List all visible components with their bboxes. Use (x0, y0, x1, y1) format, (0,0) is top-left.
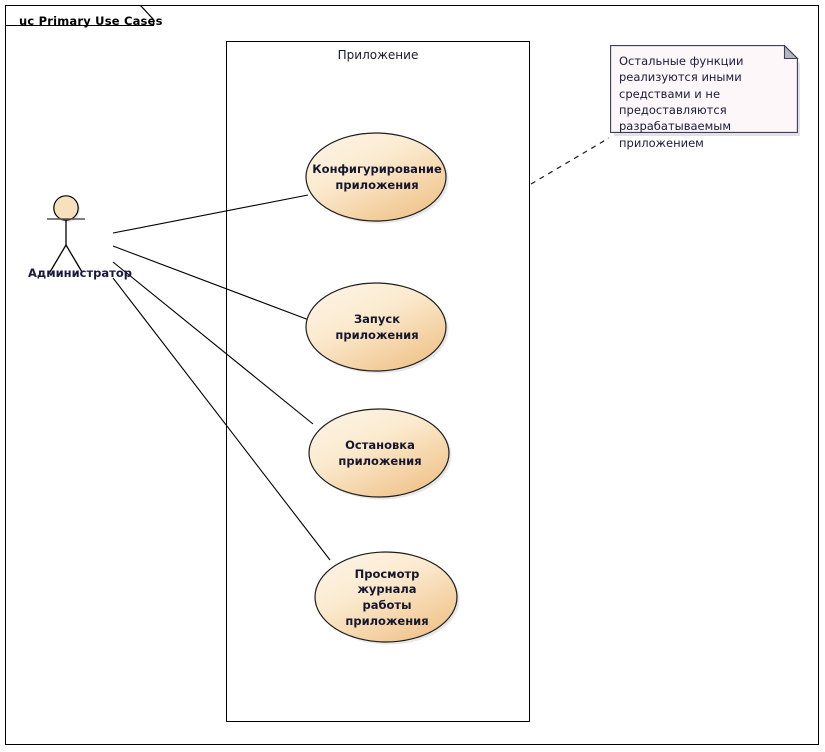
use-case-ellipse-shape (305, 132, 449, 224)
actor-head (53, 195, 79, 221)
note-comment[interactable]: Остальные функции реализуются иными сред… (610, 44, 803, 150)
use-case-label-line1: Запуск приложения (335, 312, 419, 342)
use-case-label-line1: Конфигурирование (312, 162, 442, 177)
actor-administrator[interactable] (20, 180, 130, 280)
note-body (610, 45, 798, 133)
frame-tab-label: uc Primary Use Cases (19, 14, 163, 28)
use-case-label: Конфигурирование приложения (302, 130, 452, 226)
use-case-stop[interactable]: Остановка приложения (305, 406, 455, 502)
actor-figure (47, 195, 85, 273)
use-case-label-line1: Остановка (345, 438, 415, 453)
note-text: Остальные функции реализуются иными сред… (619, 54, 744, 150)
use-case-ellipse-shape (314, 551, 460, 645)
actor-label: Администратор (28, 266, 132, 280)
frame-title-tab[interactable]: uc Primary Use Cases (5, 5, 162, 28)
use-case-configure[interactable]: Конфигурирование приложения (302, 130, 452, 226)
use-case-label: Остановка приложения (305, 406, 455, 502)
use-case-start[interactable]: Запуск приложения (302, 280, 452, 376)
use-case-view-log[interactable]: Просмотр журнала работы приложения (311, 549, 463, 647)
note-fold-icon (783, 44, 799, 60)
note-shape (610, 44, 800, 136)
use-case-ellipse-shape (305, 282, 449, 374)
actor-leg-right (65, 244, 83, 273)
use-case-label: Просмотр журнала работы приложения (311, 549, 463, 647)
system-boundary-title: Приложение (337, 48, 419, 62)
use-case-label-line2: работы приложения (345, 598, 429, 628)
use-case-label: Запуск приложения (302, 280, 452, 376)
use-case-ellipse-shape (308, 408, 452, 500)
frame-tab-shape (5, 5, 154, 26)
use-case-label-line2: приложения (335, 178, 419, 192)
use-case-label-line1: Просмотр журнала (354, 566, 420, 597)
use-case-label-line2: приложения (338, 454, 422, 468)
actor-leg-left (49, 244, 67, 273)
